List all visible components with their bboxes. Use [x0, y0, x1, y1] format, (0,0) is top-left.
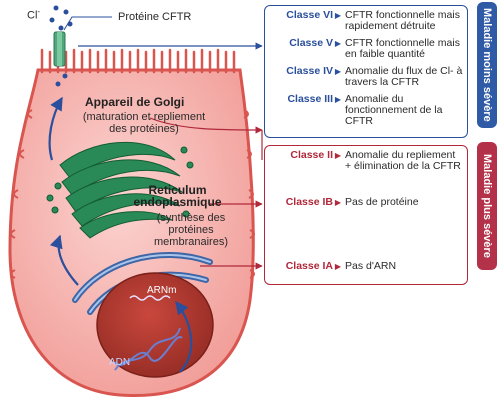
cftr-channel [54, 32, 65, 66]
arnm-label: ARNm [147, 285, 176, 297]
more-severe-tab: Maladie plus sévère [477, 142, 497, 270]
class-ib-row: Classe IB▶Pas de protéine [271, 197, 419, 208]
golgi-subtitle: (maturation et repliement des protéines) [79, 111, 209, 135]
reticulum-title: Reticulum endoplasmique [130, 184, 225, 208]
golgi-title: Appareil de Golgi [85, 96, 184, 108]
class-iii-row: Classe III▶Anomalie du fonctionnement de… [271, 94, 445, 127]
cftr-protein-label: Protéine CFTR [118, 11, 191, 23]
reticulum-subtitle: (synthèse des protéines membranaires) [135, 212, 247, 248]
class-v-row: Classe V▶CFTR fonctionnelle mais en faib… [271, 38, 463, 60]
less-severe-tab: Maladie moins sévère [477, 2, 497, 128]
class-iv-row: Classe IV▶Anomalie du flux de Cl- à trav… [271, 66, 463, 88]
class-ia-row: Classe IA▶Pas d'ARN [271, 261, 396, 272]
class-vi-row: Classe VI▶CFTR fonctionnelle mais rapide… [271, 10, 463, 32]
severe-classes-panel: Classe II▶Anomalie du repliement + élimi… [264, 145, 468, 285]
class-ii-row: Classe II▶Anomalie du repliement + élimi… [271, 150, 463, 172]
mild-classes-panel: Classe VI▶CFTR fonctionnelle mais rapide… [264, 5, 468, 138]
chloride-label: Cl- [27, 6, 40, 22]
adn-label: ADN [109, 357, 130, 369]
